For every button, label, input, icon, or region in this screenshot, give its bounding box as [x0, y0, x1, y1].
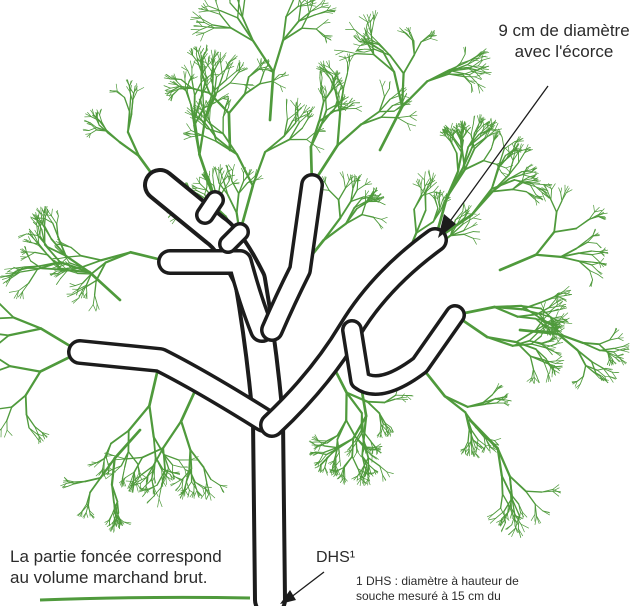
diameter-annotation-line1: 9 cm de diamètre	[494, 20, 634, 41]
caption-line1: La partie foncée correspond	[10, 546, 222, 567]
diameter-arrow	[438, 86, 548, 238]
dhs-label: DHS¹	[316, 548, 355, 568]
footnote-line2: souche mesuré à 15 cm du	[356, 589, 616, 604]
diameter-annotation-line2: avec l'écorce	[494, 41, 634, 62]
diameter-annotation: 9 cm de diamètre avec l'écorce	[494, 20, 634, 63]
foliage	[0, 0, 629, 538]
merchantable-trunk	[80, 185, 455, 600]
footnote-line1: 1 DHS : diamètre à hauteur de	[356, 574, 616, 589]
caption-line2: au volume marchand brut.	[10, 567, 222, 588]
dhs-footnote: 1 DHS : diamètre à hauteur de souche mes…	[356, 574, 616, 604]
ground-line	[40, 597, 250, 600]
merchantable-volume-caption: La partie foncée correspond au volume ma…	[10, 546, 222, 589]
